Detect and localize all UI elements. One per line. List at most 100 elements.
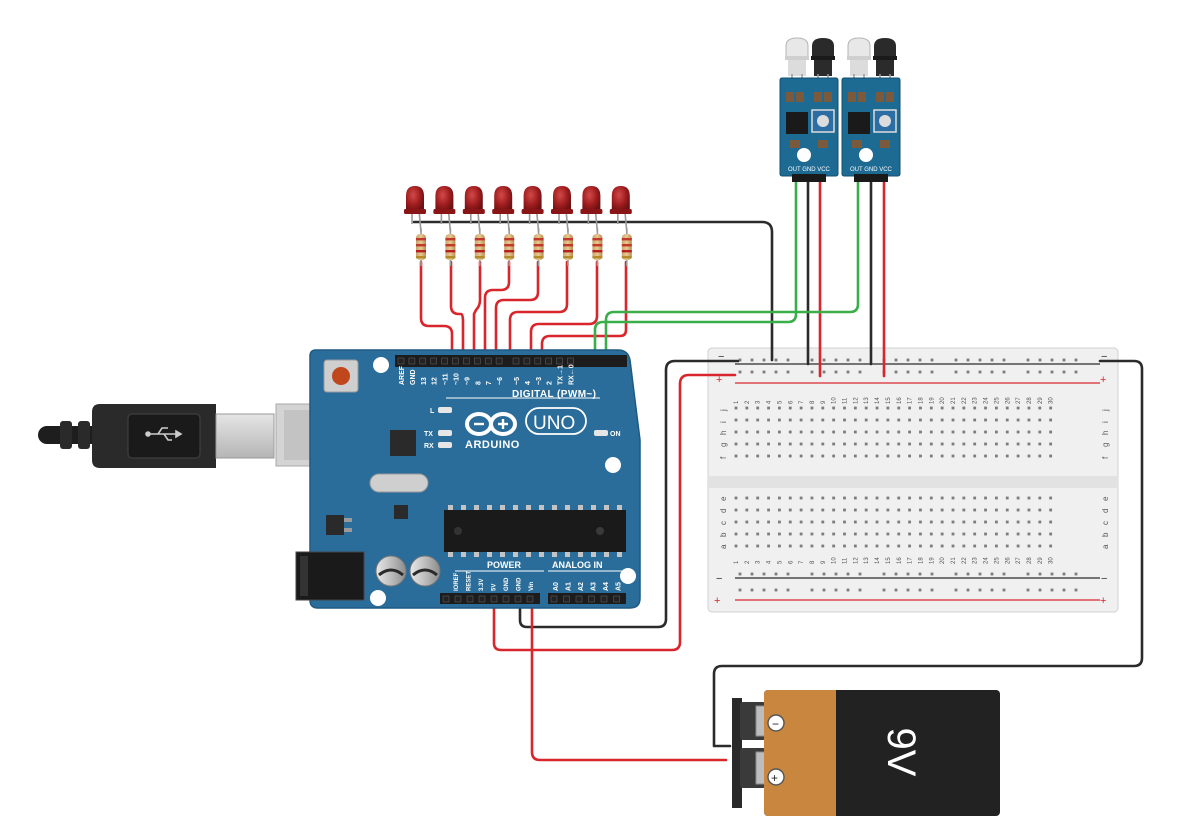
- bb-column-number: 28: [1027, 397, 1033, 404]
- power-pin-hole[interactable]: [514, 595, 522, 603]
- digital-pin-hole[interactable]: [484, 357, 492, 365]
- bb-column-number: 5: [777, 400, 783, 404]
- digital-pin-hole[interactable]: [512, 357, 520, 365]
- red-led: [433, 186, 456, 233]
- wire-arduino-gnd-rail: [518, 359, 740, 629]
- power-header: [440, 593, 540, 604]
- bb-column-number: 29: [1038, 557, 1044, 564]
- bb-column-number: 14: [875, 397, 881, 404]
- bb-column-number: 10: [832, 397, 838, 404]
- dc-power-jack: [295, 551, 365, 601]
- power-pin-hole[interactable]: [526, 595, 534, 603]
- analog-pin-hole[interactable]: [563, 595, 570, 603]
- bb-row-letter: j: [719, 409, 728, 412]
- bb-column-number: 19: [929, 397, 935, 404]
- digital-pin-label: ~9: [464, 377, 471, 385]
- bb-row-letter: j: [1101, 409, 1110, 412]
- analog-pin-hole[interactable]: [613, 595, 620, 603]
- digital-pin-label: ~5: [514, 377, 521, 385]
- analog-pin-label: A2: [578, 582, 585, 591]
- bb-column-number: 2: [745, 400, 751, 404]
- digital-pin-hole[interactable]: [495, 357, 503, 365]
- digital-pin-hole[interactable]: [463, 357, 470, 365]
- digital-pin-label: 8: [475, 381, 482, 385]
- rail-minus-label-bottom: −: [716, 573, 722, 585]
- bb-column-number: 30: [1049, 397, 1055, 404]
- sensor-pin-label: OUT GND VCC: [788, 167, 831, 173]
- bb-row-letter: h: [719, 431, 728, 435]
- wire-led1: [419, 260, 454, 364]
- digital-pin-label: 4: [525, 381, 532, 385]
- led-array: [404, 186, 632, 266]
- digital-pin-hole[interactable]: [441, 357, 448, 365]
- digital-pin-hole[interactable]: [567, 357, 574, 365]
- power-pin-label: 3.3V: [479, 579, 485, 591]
- digital-pin-hole[interactable]: [430, 357, 437, 365]
- bb-column-number: 24: [984, 397, 990, 404]
- ir-sensor-module: OUT GND VCC: [841, 37, 901, 182]
- rail-plus-label-bottom: +: [714, 595, 720, 607]
- power-pin-hole[interactable]: [466, 595, 474, 603]
- digital-pin-label: GND: [410, 369, 417, 385]
- battery-plus-terminal: +: [767, 768, 785, 786]
- digital-pin-hole[interactable]: [419, 357, 427, 365]
- battery-minus-terminal: −: [767, 714, 785, 732]
- digital-pin-holes: [397, 357, 574, 365]
- digital-pin-hole[interactable]: [408, 357, 416, 365]
- power-pin-hole[interactable]: [478, 595, 486, 603]
- power-pin-hole[interactable]: [454, 595, 462, 603]
- breadboard-labels: 1122334455667788991010111112121313141415…: [719, 397, 1110, 564]
- bb-column-number: 25: [994, 557, 1000, 564]
- analog-pin-hole[interactable]: [550, 595, 558, 603]
- capacitor-2: [409, 555, 441, 587]
- wire-led8: [540, 260, 628, 364]
- bb-row-letter: d: [1101, 509, 1110, 513]
- digital-pin-hole[interactable]: [452, 357, 459, 365]
- arduino-brand: ARDUINO: [465, 439, 520, 451]
- power-pin-hole[interactable]: [502, 595, 510, 603]
- analog-pin-hole[interactable]: [588, 595, 595, 603]
- digital-pin-label: ~10: [454, 373, 461, 385]
- bb-column-number: 17: [908, 557, 914, 564]
- bb-column-number: 4: [767, 400, 773, 404]
- digital-pin-hole[interactable]: [545, 357, 552, 365]
- bb-column-number: 16: [897, 557, 903, 564]
- wire-rail-battery-minus: [712, 359, 1144, 748]
- bb-column-number: 26: [1005, 557, 1011, 564]
- digital-pin-hole[interactable]: [397, 357, 405, 365]
- power-pin-hole[interactable]: [442, 595, 450, 603]
- rail-minus-label-bottom-right: −: [1101, 573, 1107, 585]
- atmega-chip: [444, 505, 626, 557]
- digital-pin-hole[interactable]: [556, 357, 563, 365]
- power-pin-hole[interactable]: [490, 595, 498, 603]
- digital-pin-hole[interactable]: [523, 357, 531, 365]
- digital-pin-hole[interactable]: [534, 357, 542, 365]
- resistor: [474, 228, 485, 266]
- bb-column-number: 27: [1016, 397, 1022, 404]
- digital-pin-hole[interactable]: [474, 357, 481, 365]
- wire-led7: [529, 260, 599, 364]
- battery-voltage-label: 9V: [879, 728, 923, 777]
- power-pin-label: GND: [517, 577, 523, 591]
- analog-pin-label: A5: [616, 582, 623, 591]
- resistor: [533, 228, 544, 266]
- bb-column-number: 5: [777, 560, 783, 564]
- analog-pin-hole[interactable]: [575, 595, 583, 603]
- reset-button[interactable]: [323, 359, 359, 393]
- analog-pin-hole[interactable]: [600, 595, 608, 603]
- power-pin-holes: [442, 595, 620, 603]
- red-led: [492, 186, 515, 233]
- bb-row-letter: a: [1101, 544, 1110, 549]
- resistor: [504, 228, 515, 266]
- wire-arduino-5v-rail: [492, 373, 737, 652]
- digital-pin-label: 12: [432, 377, 439, 385]
- power-pin-label: IOREF: [454, 572, 460, 591]
- arduino-model: UNO: [533, 413, 575, 434]
- digital-pin-label: ~11: [443, 373, 450, 385]
- bb-column-number: 23: [973, 397, 979, 404]
- ir-sensor-module: OUT GND VCC: [779, 37, 839, 182]
- bb-row-letter: a: [719, 544, 728, 549]
